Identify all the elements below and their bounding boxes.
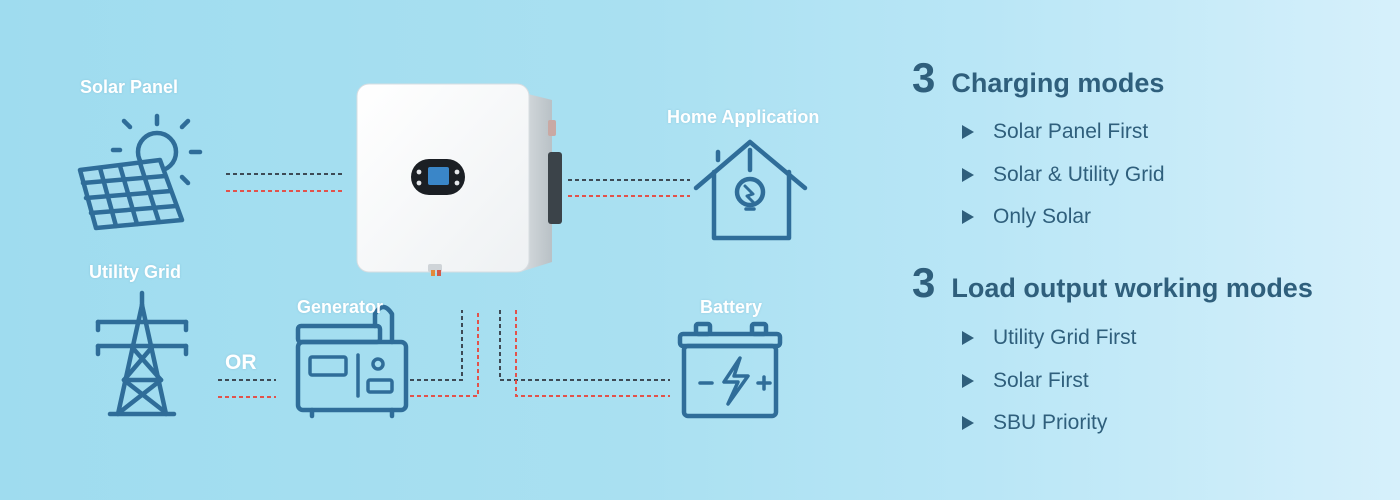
generator-icon [295,304,409,419]
utility-grid-label: Utility Grid [89,262,182,282]
play-triangle-icon [962,331,974,346]
generator-line-red [410,310,479,397]
list-item: Solar First [962,360,1137,403]
play-triangle-icon [962,210,974,225]
battery-line-dark [499,310,670,381]
charging-modes-count: 3 [912,54,936,101]
play-triangle-icon [962,167,974,182]
generator-line-dark [410,310,463,381]
list-item: SBU Priority [962,402,1137,445]
list-item: Only Solar [962,196,1165,239]
inverter-device [356,83,562,276]
list-item: Solar Panel First [962,111,1165,154]
play-triangle-icon [962,125,974,140]
load-output-modes-title: Load output working modes [951,273,1313,303]
charging-modes-list: Solar Panel First Solar & Utility Grid O… [962,111,1165,239]
charging-modes-title: Charging modes [951,68,1165,98]
solar-panel-with-sun-icon [77,113,203,231]
generator-label: Generator [297,297,384,317]
list-item: Solar & Utility Grid [962,154,1165,197]
battery-lightning-icon [677,321,783,419]
solar-panel-label: Solar Panel [80,77,179,97]
charging-modes-heading: 3 Charging modes [912,54,1164,102]
load-output-modes-heading: 3 Load output working modes [912,259,1313,307]
house-with-bulb-icon [693,139,808,241]
load-output-modes-count: 3 [912,259,936,306]
battery-line-red [515,310,670,397]
play-triangle-icon [962,373,974,388]
transmission-tower-icon [95,290,189,417]
connection-lines [218,173,690,398]
home-application-label: Home Application [667,107,820,127]
or-label: OR [225,351,257,374]
list-item: Utility Grid First [962,317,1137,360]
load-output-modes-list: Utility Grid First Solar First SBU Prior… [962,317,1137,445]
play-triangle-icon [962,416,974,431]
battery-label: Battery [700,297,763,317]
